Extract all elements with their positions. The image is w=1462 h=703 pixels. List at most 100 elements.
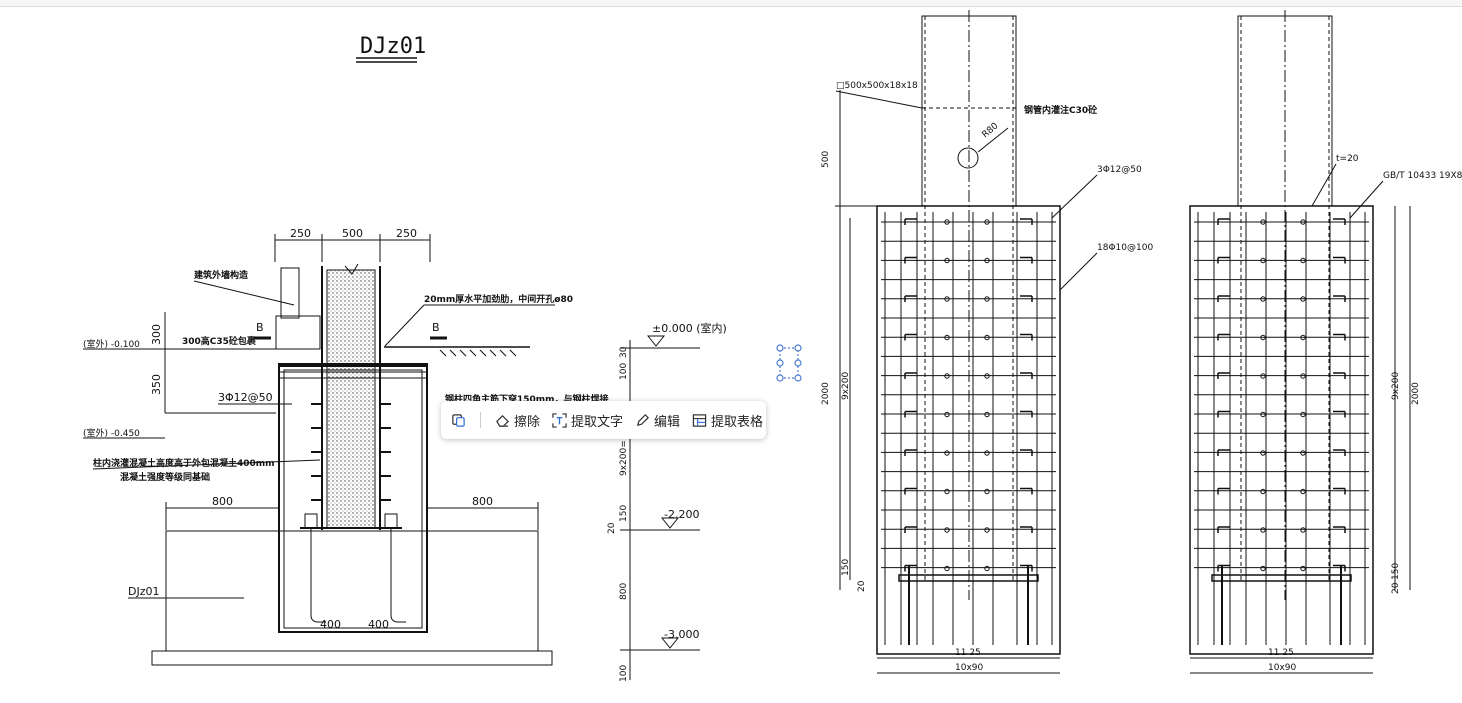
stud-tick — [904, 526, 917, 533]
stud-tick — [1217, 295, 1230, 302]
right-elevation-view: 9x200 2000 150 20 11 25 10x90 t=20 GB/T … — [1189, 10, 1462, 674]
right-plate: t=20 — [1336, 154, 1359, 164]
level-minus-0-100: (室外) -0.100 — [83, 338, 140, 350]
view-title: DJz01 — [360, 34, 426, 59]
extract-text-button[interactable]: 提取文字 — [552, 411, 623, 430]
stud-tick — [1217, 410, 1230, 418]
dim-400-b: 400 — [368, 618, 389, 631]
stud-tick — [1217, 256, 1230, 264]
stud-dot — [1260, 219, 1266, 225]
eraser-icon — [496, 414, 509, 427]
stud-dot — [944, 219, 950, 225]
stud-dot — [944, 411, 950, 418]
stud-dot — [984, 219, 990, 225]
dim-500: 500 — [342, 227, 363, 240]
mid-bars: 18Φ10@100 — [1097, 243, 1153, 253]
stud-dot — [944, 257, 950, 264]
stud-tick — [1217, 333, 1230, 341]
stud-dot — [944, 527, 950, 533]
stud-dot — [984, 565, 990, 572]
stud-dot — [1300, 373, 1306, 379]
stud-tick — [904, 487, 917, 495]
stud-tick — [1217, 449, 1230, 456]
extract-table-label: 提取表格 — [711, 414, 764, 430]
stud-dot — [984, 334, 990, 341]
dim-20: 20 — [607, 522, 617, 534]
mid-dim-20: 20 — [857, 580, 867, 592]
mid-bottom-2: 10x90 — [955, 663, 984, 673]
middle-elevation-view: 500 2000 9x200 150 20 11 25 10x90 □500x5… — [821, 10, 1153, 674]
extract-table-button[interactable]: 提取表格 — [692, 411, 763, 430]
stud-dot — [984, 373, 990, 379]
dim-150: 150 — [619, 505, 629, 522]
level-minus-3-000: -3.000 — [664, 628, 699, 641]
stud-tick — [1333, 372, 1346, 379]
note-wall: 建筑外墙构造 — [194, 269, 249, 281]
stud-dot — [1260, 527, 1266, 533]
stud-tick — [1333, 526, 1346, 533]
stud-dot — [1300, 296, 1306, 302]
mid-tube-label: □500x500x18x18 — [836, 81, 918, 91]
stud-tick — [1333, 487, 1346, 495]
right-dim-2000: 2000 — [1411, 382, 1421, 405]
mid-pour-label: 钢管内灌注C30砼 — [1024, 104, 1098, 116]
mid-dim-9x200: 9x200 — [841, 371, 851, 400]
footing-label: DJz01 — [128, 585, 160, 598]
dim-250-left: 250 — [290, 227, 311, 240]
stud-tick — [1020, 218, 1033, 225]
stud-dot — [944, 334, 950, 341]
stud-tick — [1333, 295, 1346, 302]
stud-tick — [904, 256, 917, 264]
toolbar-divider — [480, 412, 481, 428]
stud-tick — [1333, 333, 1346, 341]
stud-tick — [1333, 410, 1346, 418]
stud-dot — [1260, 334, 1266, 341]
level-minus-2-200: -2.200 — [664, 508, 699, 521]
stud-tick — [1217, 218, 1230, 225]
mid-dim-150: 150 — [841, 559, 851, 576]
stud-dot — [944, 488, 950, 495]
stud-tick — [1020, 410, 1033, 418]
edit-button[interactable]: 编辑 — [635, 411, 680, 430]
base-plate — [1211, 574, 1352, 582]
dim-9x200: 9x200= — [619, 440, 629, 476]
stud-dot — [1260, 450, 1266, 456]
stud-tick — [1333, 449, 1346, 456]
stud-dot — [944, 565, 950, 572]
erase-button[interactable]: 擦除 — [495, 411, 540, 430]
text-scan-icon — [552, 412, 567, 428]
right-bottom-1: 11 25 — [1268, 648, 1294, 658]
stud-tick — [904, 564, 917, 572]
stud-dot — [1260, 488, 1266, 495]
selection-handle[interactable] — [774, 342, 804, 384]
stud-tick — [904, 295, 917, 302]
stud-dot — [1260, 565, 1266, 572]
stud-tick — [1333, 564, 1346, 572]
base-plate — [898, 574, 1039, 582]
right-dim-20: 20 — [1391, 582, 1401, 594]
erase-label: 擦除 — [514, 414, 541, 430]
copy-button[interactable] — [451, 413, 470, 428]
stud-dot — [984, 411, 990, 418]
stud-dot — [1300, 527, 1306, 533]
stud-tick — [1020, 564, 1033, 572]
note-encase: 300高C35砼包裹 — [182, 335, 257, 347]
dim-400-a: 400 — [320, 618, 341, 631]
note-fill-2: 混凝土强度等级同基础 — [120, 471, 210, 483]
stud-dot — [1300, 488, 1306, 495]
mid-dim-500: 500 — [821, 151, 831, 168]
section-mark-left: B — [256, 321, 264, 334]
stud-tick — [904, 218, 917, 225]
stud-dot — [1300, 411, 1306, 418]
stud-tick — [1020, 295, 1033, 302]
floating-toolbar: 擦除 提取文字 编辑 提取表格 — [441, 401, 766, 439]
top-bar — [0, 0, 1462, 7]
mid-bottom-1: 11 25 — [955, 648, 981, 658]
stud-dot — [1260, 296, 1266, 302]
mid-dim-2000: 2000 — [821, 382, 831, 405]
edit-label: 编辑 — [654, 414, 681, 430]
stud-tick — [904, 410, 917, 418]
stud-tick — [1020, 526, 1033, 533]
stud-dot — [1300, 219, 1306, 225]
stud-dot — [944, 373, 950, 379]
